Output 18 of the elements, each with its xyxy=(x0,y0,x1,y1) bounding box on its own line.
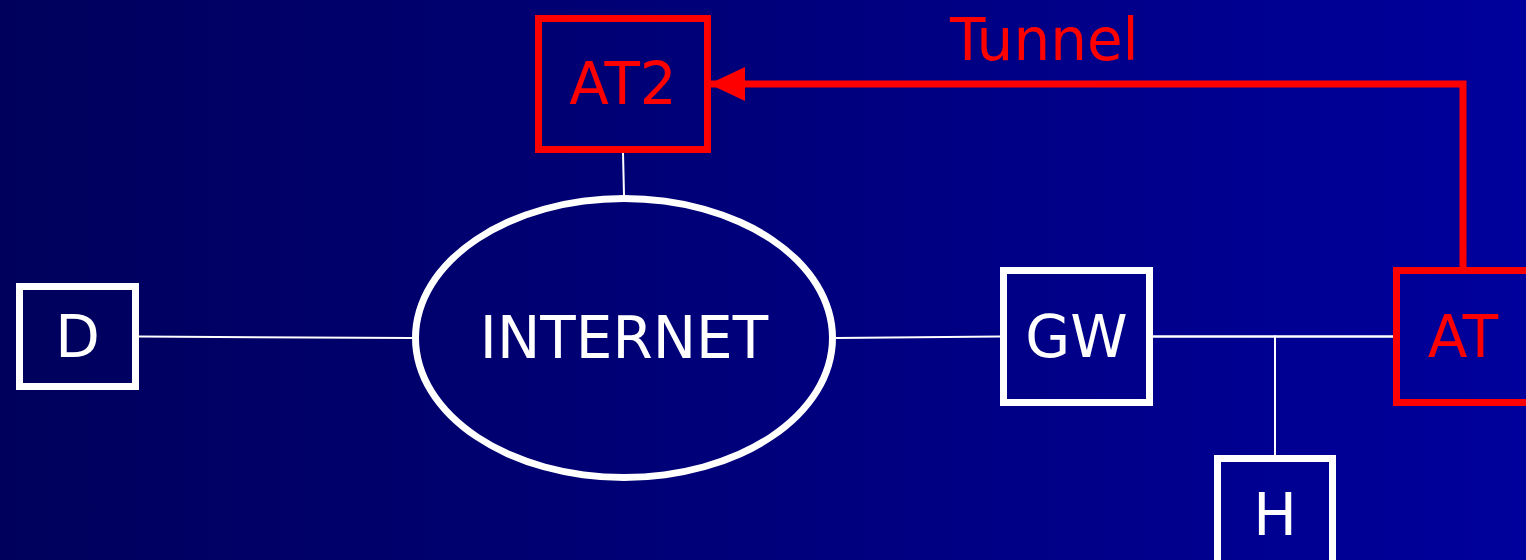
arrow xyxy=(709,67,1467,267)
edge-label: Tunnel xyxy=(950,5,1139,76)
node-label: AT2 xyxy=(569,55,677,113)
node-label: D xyxy=(55,307,100,366)
device-box xyxy=(1393,267,1526,406)
device-box xyxy=(16,283,139,390)
node-label: INTERNET xyxy=(479,309,769,367)
node-label: GW xyxy=(1025,307,1128,366)
connector-line xyxy=(138,335,413,339)
device-box xyxy=(1214,455,1336,560)
connector-line xyxy=(1274,335,1394,456)
device-box xyxy=(535,15,711,153)
connector-line xyxy=(622,152,625,196)
node-label: H xyxy=(1253,486,1297,544)
device-box xyxy=(1000,267,1153,406)
node-label: AT xyxy=(1427,307,1499,366)
connector-line xyxy=(835,335,1001,339)
network-ellipse xyxy=(412,195,836,481)
